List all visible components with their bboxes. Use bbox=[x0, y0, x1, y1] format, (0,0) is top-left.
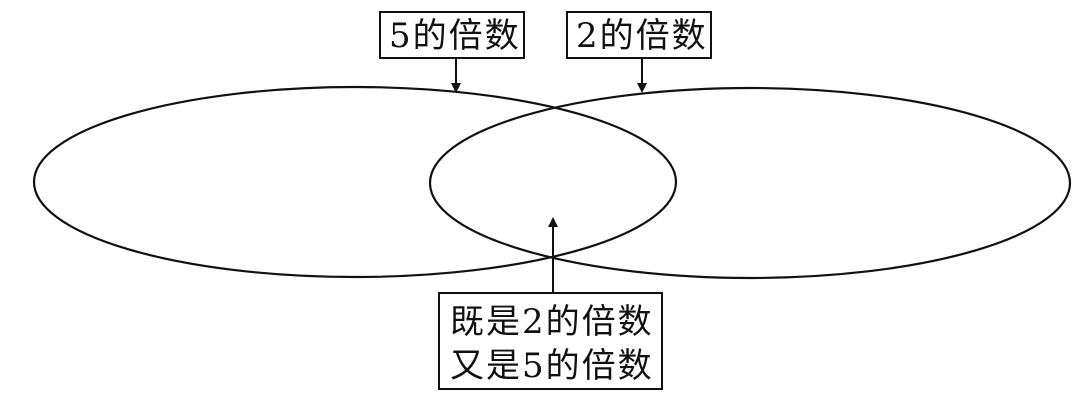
label-multiples-of-2-text: 2的倍数 bbox=[576, 16, 708, 56]
label-multiples-of-2: 2的倍数 bbox=[566, 11, 712, 59]
label-intersection-line1: 既是2的倍数 bbox=[450, 302, 654, 342]
label-intersection: 既是2的倍数 又是5的倍数 bbox=[438, 292, 663, 390]
label-multiples-of-5: 5的倍数 bbox=[379, 11, 525, 59]
label-intersection-line2: 又是5的倍数 bbox=[450, 346, 654, 386]
label-multiples-of-5-text: 5的倍数 bbox=[389, 16, 521, 56]
set-multiples-of-2-ellipse bbox=[428, 86, 1072, 280]
set-multiples-of-5-ellipse bbox=[32, 85, 678, 279]
